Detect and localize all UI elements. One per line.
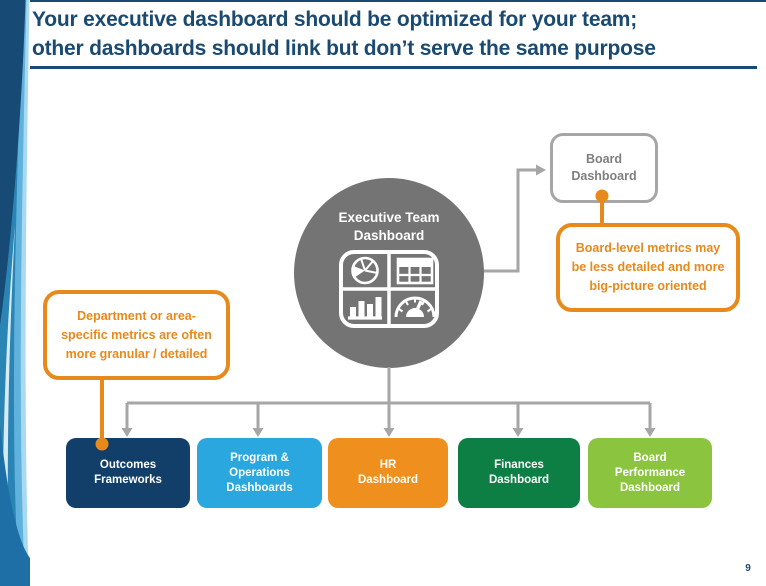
box-hr-dashboard: HR Dashboard [328, 438, 448, 508]
box1-line2: Frameworks [94, 474, 162, 486]
executive-team-dashboard-circle: Executive Team Dashboard [294, 178, 484, 368]
note-right-line1: Board-level metrics may [575, 241, 721, 255]
title-underline [30, 66, 757, 69]
board-level-metrics-note: Board-level metrics may be less detailed… [556, 223, 740, 312]
tree-arrowheads [121, 428, 656, 437]
department-metrics-note: Department or area- specific metrics are… [43, 290, 230, 380]
box-program-operations-dashboards: Program & Operations Dashboards [197, 438, 322, 508]
arrow-to-board-dashboard [484, 168, 536, 273]
hub-label-line1: Executive Team [338, 210, 440, 225]
box3-line1: HR [379, 459, 397, 471]
note-right-line2: be less detailed and more [571, 260, 725, 274]
board-dashboard-box: Board Dashboard [550, 133, 658, 203]
dashboard-icon [339, 250, 439, 328]
top-border-line [0, 0, 766, 2]
box-finances-dashboard: Finances Dashboard [458, 438, 580, 508]
page-number: 9 [745, 563, 751, 574]
box3-line2: Dashboard [357, 474, 419, 486]
board-dashboard-line2: Dashboard [571, 169, 637, 183]
note-left-line3: more granular / detailed [65, 346, 208, 361]
gauge-icon [394, 296, 436, 318]
box5-line1: Board [633, 451, 667, 464]
box4-line1: Finances [494, 459, 544, 471]
table-icon [396, 257, 434, 285]
box4-line2: Dashboard [488, 474, 550, 486]
box2-line2: Operations [229, 466, 290, 479]
box2-line1: Program & [230, 451, 289, 464]
slide-title: Your executive dashboard should be optim… [32, 5, 760, 63]
pie-chart-icon [351, 256, 379, 285]
box-outcomes-frameworks: Outcomes Frameworks [66, 438, 190, 508]
slide-accent-sidebar [0, 0, 30, 586]
hub-label-line2: Dashboard [353, 228, 425, 243]
box2-line3: Dashboards [226, 481, 293, 494]
box1-line1: Outcomes [99, 459, 157, 471]
note-right-line3: big-picture oriented [589, 279, 707, 293]
board-dashboard-line1: Board [585, 152, 623, 166]
note-left-line2: specific metrics are often [61, 327, 212, 342]
box-board-performance-dashboard: Board Performance Dashboard [588, 438, 712, 508]
box5-line3: Dashboard [619, 481, 681, 494]
note-left-line1: Department or area- [77, 308, 196, 323]
slide-title-line1: Your executive dashboard should be optim… [32, 8, 638, 31]
bar-chart-icon [348, 297, 382, 320]
slide-title-line2: other dashboards should link but don’t s… [32, 37, 656, 60]
hub-label: Executive Team Dashboard [338, 209, 439, 245]
box5-line2: Performance [614, 466, 686, 479]
